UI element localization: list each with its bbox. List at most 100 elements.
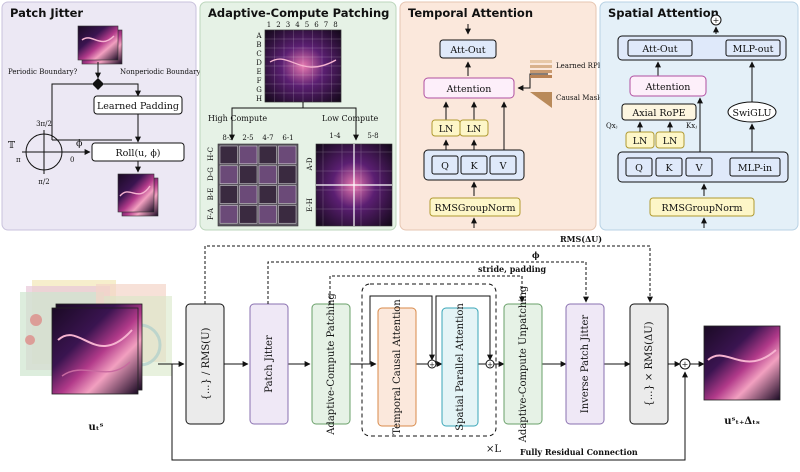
causal-mask-label: Causal Mask xyxy=(556,94,602,102)
angle-top: 3π/2 xyxy=(36,120,52,128)
v-label: V xyxy=(695,163,703,174)
rmsgroupnorm-label: RMSGroupNorm xyxy=(434,203,515,214)
attention-label: Attention xyxy=(645,82,691,93)
grid-row-label: D xyxy=(256,59,262,67)
add-symbol: + xyxy=(487,361,493,369)
panel-spatial-attention: Spatial Attention + Att-Out MLP-out Atte… xyxy=(599,1,799,231)
repeat-container xyxy=(361,283,497,437)
high-row-label: D-G xyxy=(207,167,215,181)
ln-label: LN xyxy=(439,124,454,135)
rescale-block xyxy=(629,303,669,425)
low-compute-col-labels: 1-4 5-8 xyxy=(329,132,378,140)
grid-row-label: C xyxy=(256,50,261,58)
grid-col-label: 4 xyxy=(295,21,300,29)
q-label: Q xyxy=(635,163,643,174)
mlp-out-label: MLP-out xyxy=(733,44,774,55)
phi-skip-label: ϕ xyxy=(532,250,540,260)
patch-tile xyxy=(278,145,297,165)
patch-tile xyxy=(278,165,297,184)
decision-diamond xyxy=(92,78,104,90)
phi-label: ϕ xyxy=(76,138,83,149)
k-label: K xyxy=(665,163,673,174)
rescale-label: {...} × RMS(ΔU) xyxy=(644,321,655,406)
nonperiodic-label: Nonperiodic Boundary? xyxy=(120,68,204,76)
q-label: Q xyxy=(441,161,449,172)
grid-row-label: F xyxy=(257,77,262,85)
panel-patch-jitter: Patch Jitter Periodic Boundary? Nonperio… xyxy=(1,1,204,231)
acu-block xyxy=(503,303,543,425)
grid-row-label: E xyxy=(256,68,261,76)
patch-jitter-block xyxy=(249,303,289,425)
mlp-in-label: MLP-in xyxy=(738,163,772,174)
grid-col-label: 5 xyxy=(305,21,309,29)
v-box xyxy=(489,155,517,175)
patch-tile xyxy=(219,165,238,184)
output-label: uˢₜ₊Δₜₛ xyxy=(724,416,760,427)
patch-tile xyxy=(239,145,258,165)
attention-box xyxy=(629,75,707,97)
panel-title: Adaptive-Compute Patching xyxy=(208,6,389,20)
panel-temporal-attention: Temporal Attention Att-Out Attention Lea… xyxy=(399,1,603,231)
jittered-image-stack xyxy=(117,173,159,217)
tca-label: Temporal Causal Attention xyxy=(392,299,403,435)
grid-col-label: 2 xyxy=(276,21,280,29)
low-col-label: 5-8 xyxy=(367,132,378,140)
patch-tile xyxy=(258,185,277,204)
low-row-label: E-H xyxy=(306,198,314,212)
panel-title: Temporal Attention xyxy=(408,6,533,20)
output-field-image xyxy=(703,325,781,401)
grid-col-label: 7 xyxy=(324,21,328,29)
add-symbol: + xyxy=(713,16,720,25)
learned-rpe-label: Learned RPE xyxy=(556,62,603,70)
add-symbol: + xyxy=(429,361,435,369)
low-row-label: A-D xyxy=(306,157,314,171)
rmsgroupnorm-box xyxy=(429,197,521,217)
k-label: K xyxy=(470,161,478,172)
ipj-block xyxy=(565,303,605,425)
high-row-label: H-C xyxy=(207,147,215,161)
mlp-out-box xyxy=(725,39,781,57)
acp-label: Adaptive-Compute Patching xyxy=(326,293,337,436)
angle-bottom: π/2 xyxy=(38,178,49,186)
patch-tile xyxy=(219,185,238,204)
ln-label: LN xyxy=(467,124,482,135)
grid-col-label: 3 xyxy=(286,21,290,29)
residual-add-node xyxy=(679,358,691,370)
high-row-label: F-A xyxy=(207,207,215,220)
axial-rope-label: Axial RoPE xyxy=(631,108,685,119)
mlp-in-box xyxy=(729,157,781,177)
swiglu-label: SwiGLU xyxy=(732,108,771,119)
acp-block xyxy=(311,303,351,425)
qx-label: Qxⱼ xyxy=(606,122,618,130)
patch-tile xyxy=(239,205,258,224)
rms-du-label: RMS(ΔU) xyxy=(560,234,602,244)
spa-label: Spatial Parallel Attention xyxy=(455,303,466,431)
input-field-stack xyxy=(20,280,172,395)
ln-label: LN xyxy=(663,136,678,147)
high-compute-row-labels: H-C D-G B-E F-A xyxy=(207,147,215,220)
high-row-label: B-E xyxy=(207,188,215,201)
grid-col-label: 1 xyxy=(267,21,271,29)
att-out-box xyxy=(439,39,497,59)
axial-rope-box xyxy=(621,103,697,121)
grid-col-label: 8 xyxy=(333,21,337,29)
spa-block xyxy=(441,307,479,427)
rmsgroupnorm-box xyxy=(649,197,755,217)
low-compute-label: Low Compute xyxy=(322,114,379,123)
patch-tile xyxy=(278,185,297,204)
learned-padding-label: Learned Padding xyxy=(97,101,179,112)
patch-tile xyxy=(258,145,277,165)
low-col-label: 1-4 xyxy=(329,132,341,140)
kx-label: Kxⱼ xyxy=(686,122,697,130)
patch-tile xyxy=(258,165,277,184)
attention-box xyxy=(423,77,515,99)
rms-normalize-label: {...} / RMS(U) xyxy=(201,327,212,400)
panel-title: Spatial Attention xyxy=(608,6,719,20)
k-box xyxy=(460,155,488,175)
angle-left: π xyxy=(16,156,21,164)
high-compute-label: High Compute xyxy=(208,114,267,123)
